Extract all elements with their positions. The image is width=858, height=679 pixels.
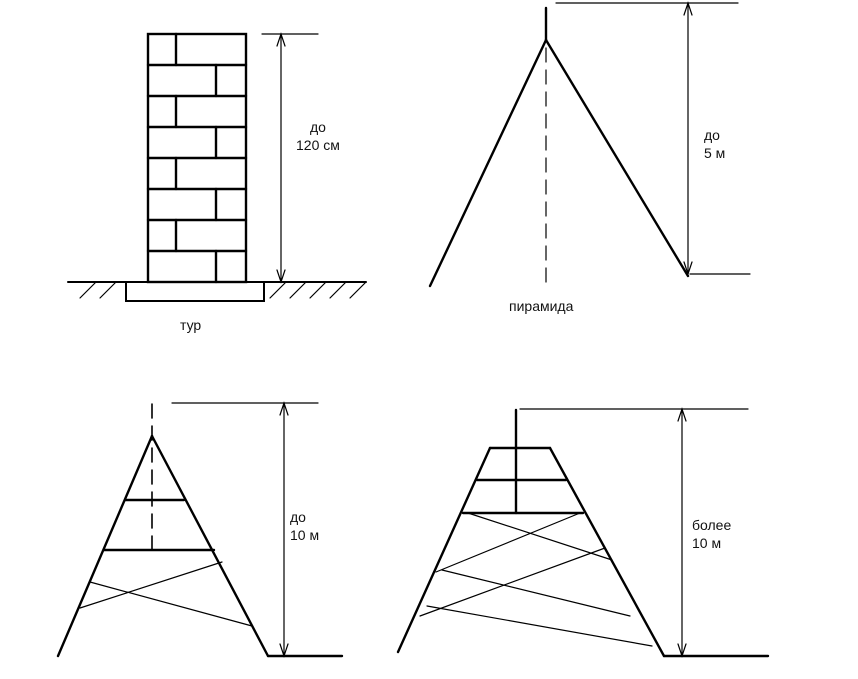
signal-small-height-label-line2: 10 м [290, 527, 320, 543]
signal-small-bracing [79, 561, 253, 627]
tur-caption: тур [180, 317, 202, 333]
signal-large-crossbars [461, 408, 585, 515]
piramida-legs [428, 6, 690, 288]
tur-height-dimension [261, 32, 319, 284]
tur-foundation [125, 281, 265, 302]
signal-small-crossbars [102, 498, 216, 552]
piramida-caption: пирамида [509, 298, 574, 314]
tur-ground-hatching [79, 281, 367, 299]
signal-large-bracing [419, 512, 653, 647]
signal-large-height-dimension [519, 407, 749, 658]
signal-large-figure [396, 407, 770, 658]
signal-small-legs [56, 434, 344, 658]
signal-small-height-dimension [171, 401, 319, 658]
signal-large-height-label-line1: более [692, 517, 732, 533]
piramida-figure [428, 1, 751, 289]
tur-figure [67, 32, 367, 302]
signal-small-height-label-line1: до [290, 509, 306, 525]
tur-height-label-line2: 120 см [296, 137, 340, 153]
piramida-height-label-line2: 5 м [704, 145, 726, 161]
signal-large-legs [396, 446, 770, 658]
tur-pillar [146, 32, 248, 284]
signal-large-height-label-line2: 10 м [692, 535, 722, 551]
piramida-height-dimension [555, 1, 751, 276]
tur-height-label-line1: до [310, 119, 326, 135]
piramida-height-label-line1: до [704, 127, 720, 143]
signal-small-figure [56, 401, 344, 658]
